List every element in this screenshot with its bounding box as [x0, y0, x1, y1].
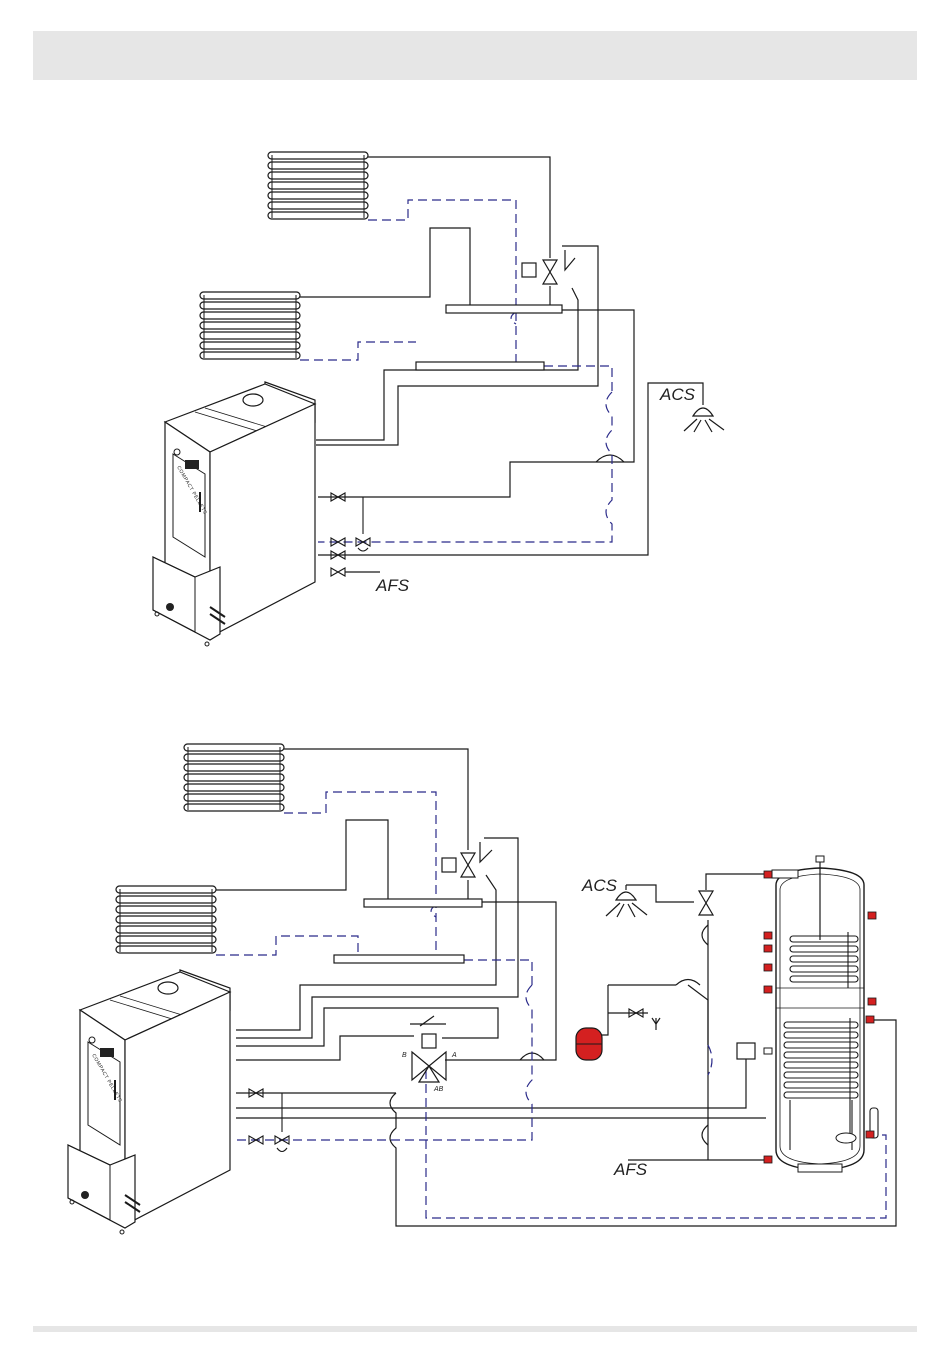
- dhw-storage-tank: [764, 856, 878, 1172]
- port-b: B: [402, 1052, 407, 1059]
- radiator-upper: [184, 744, 284, 811]
- label-afs: AFS: [375, 576, 410, 595]
- expansion-vessel: [576, 1028, 602, 1060]
- radiator-lower: [116, 886, 216, 953]
- dhw-valve: [699, 891, 713, 915]
- port-a: A: [451, 1052, 457, 1059]
- manifold-upper: [364, 899, 482, 907]
- drain-valve: [356, 497, 370, 551]
- valve-actuator: [522, 263, 536, 277]
- zone-valve: [461, 853, 475, 877]
- boiler-bottom: COMPACT PELLETS: [68, 970, 230, 1234]
- three-way-valve: B A AB: [402, 1034, 457, 1093]
- zone-valve: [543, 260, 557, 284]
- boiler-top: COMPACT PELLETS: [153, 382, 315, 646]
- label-acs: ACS: [581, 876, 618, 895]
- manifold-lower: [416, 362, 544, 370]
- tank-thermostat: [737, 1043, 755, 1059]
- drain-valve: [275, 1093, 289, 1152]
- label-acs: ACS: [659, 385, 696, 404]
- valve-actuator: [442, 858, 456, 872]
- manifold-lower: [334, 955, 464, 963]
- top-diagram: ACS AFS COMPACT PELLETS: [153, 152, 724, 646]
- radiator-upper: [268, 152, 368, 219]
- valve-cold: [331, 568, 345, 576]
- manifold-upper: [446, 305, 562, 313]
- bottom-diagram: B A AB ACS AFS: [68, 744, 896, 1234]
- shower-icon: [684, 408, 724, 432]
- radiator-lower: [200, 292, 300, 359]
- port-ab: AB: [433, 1086, 444, 1093]
- label-afs: AFS: [613, 1160, 648, 1179]
